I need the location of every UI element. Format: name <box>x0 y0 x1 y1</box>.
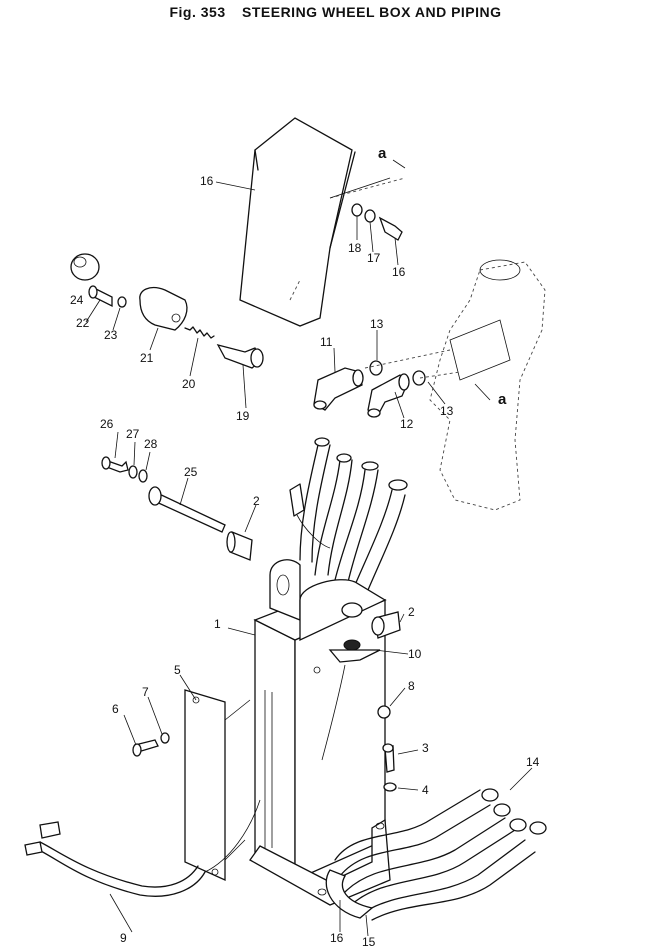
callout-5: 5 <box>174 663 181 677</box>
column-cover <box>239 117 356 327</box>
callout-labels: 16 18 17 16 24 22 23 21 20 19 11 13 12 1… <box>70 145 540 947</box>
callout-8: 8 <box>408 679 415 693</box>
callout-4: 4 <box>422 783 429 797</box>
upper-hoses <box>289 437 408 591</box>
steering-box <box>249 559 401 906</box>
callout-22: 20 <box>182 377 196 391</box>
wire-harness <box>24 799 261 897</box>
callout-23: 21 <box>140 351 154 365</box>
callout-20: 18 <box>348 241 362 255</box>
cover-plate <box>132 689 251 882</box>
callout-27: 25 <box>184 465 198 479</box>
knob-assembly <box>70 253 264 369</box>
cover-bolt-assembly <box>351 203 403 241</box>
callout-2-upper: 2 <box>253 494 260 508</box>
callout-29: 27 <box>126 427 140 441</box>
steering-valve-outline <box>329 177 546 511</box>
callout-19: 17 <box>367 251 381 265</box>
elbow-fittings <box>313 349 461 418</box>
callout-25: 23 <box>104 328 118 342</box>
reference-mark-a-right: a <box>498 391 507 408</box>
callout-26: 24 <box>70 293 84 307</box>
callout-7: 7 <box>142 685 149 699</box>
callout-18: 16 <box>392 265 406 279</box>
callout-1: 1 <box>214 617 221 631</box>
mounting-bolt <box>382 743 397 792</box>
figure-number: Fig. 353 <box>169 4 226 20</box>
figure-title: Fig. 353 STEERING WHEEL BOX AND PIPING <box>0 4 671 20</box>
callout-16: 16 <box>330 931 344 945</box>
callout-13-right: 13 <box>440 404 454 418</box>
callout-10: 10 <box>408 647 422 661</box>
callout-13-top: 13 <box>370 317 384 331</box>
callout-6: 6 <box>112 702 119 716</box>
callout-11: 11 <box>320 335 333 349</box>
callout-2-lower: 2 <box>408 605 415 619</box>
callout-3: 3 <box>422 741 429 755</box>
pivot-pin-assembly <box>101 456 253 561</box>
callout-28: 26 <box>100 417 114 431</box>
callout-24: 22 <box>76 316 90 330</box>
callout-21: 19 <box>236 409 250 423</box>
callout-9: 9 <box>120 931 127 945</box>
lower-hoses <box>325 788 547 921</box>
callout-15: 15 <box>362 935 376 947</box>
reference-mark-a-top: a <box>378 145 387 162</box>
callout-30: 28 <box>144 437 158 451</box>
callout-17: 16 <box>200 174 214 188</box>
callout-12: 12 <box>400 417 414 431</box>
callout-14: 14 <box>526 755 540 769</box>
leader-lines <box>85 159 533 937</box>
figure-caption: STEERING WHEEL BOX AND PIPING <box>242 4 502 20</box>
